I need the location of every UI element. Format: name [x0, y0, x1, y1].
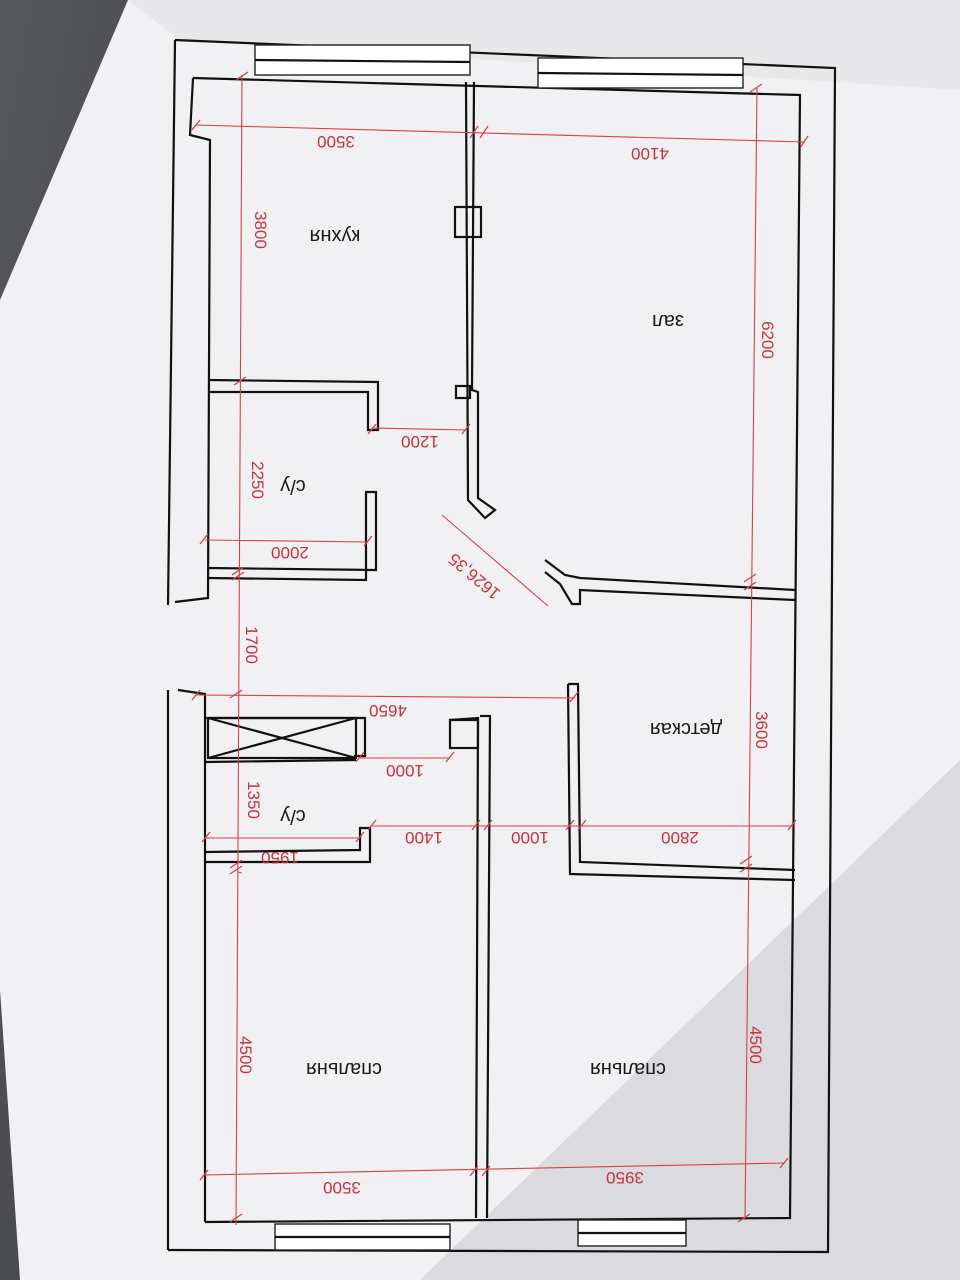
dimension-labels: 3500 4100 3800 6200 2250 2000 1200 1626,… [236, 132, 777, 1197]
dimension-ticks [191, 71, 809, 1223]
dim-wc-bottom-height: 1350 [244, 781, 263, 819]
dim-hall-width: 4100 [631, 144, 669, 163]
dim-wc-top-height: 2250 [248, 461, 267, 499]
dim-kitchen-width: 3500 [317, 132, 355, 151]
dim-hall-height: 6200 [758, 321, 777, 359]
room-kids-label: детская [650, 718, 722, 740]
dim-kids-width: 2800 [661, 828, 699, 847]
dim-kitchen-height: 3800 [251, 211, 270, 249]
dim-wc-top-width: 2000 [271, 543, 309, 562]
dim-bedroom-door: 1400 [405, 828, 443, 847]
room-wc-top-label: с/у [280, 475, 306, 497]
dim-kids-door: 1000 [511, 828, 549, 847]
dimension-lines [194, 74, 806, 1226]
dim-wc-bottom-width: 1950 [261, 848, 299, 867]
interior-walls [204, 81, 796, 1219]
room-labels: кухня зал с/у детская с/у спальня спальн… [280, 225, 722, 1080]
room-bedroom-right-label: спальня [590, 1058, 666, 1080]
dim-corridor: 1700 [242, 626, 261, 664]
dim-kids-height: 3600 [752, 711, 771, 749]
room-bedroom-left-label: спальня [306, 1058, 382, 1080]
dim-bedroom-left-width: 3500 [323, 1178, 361, 1197]
paper-shadow [420, 430, 960, 1280]
dim-bedroom-right-height: 4500 [746, 1026, 765, 1064]
room-kitchen-label: кухня [310, 225, 361, 247]
paper-shade-top [128, 0, 960, 90]
dim-wc-door: 1200 [401, 432, 439, 451]
dim-bedroom-right-width: 3950 [606, 1168, 644, 1187]
outer-walls [166, 38, 837, 1254]
room-hall-label: зал [652, 310, 684, 332]
dim-corridor-length: 4650 [369, 701, 407, 720]
dim-bedroom-left-height: 4500 [236, 1036, 255, 1074]
dim-wc-bottom-door: 1000 [386, 761, 424, 780]
room-wc-bottom-label: с/у [280, 805, 306, 827]
